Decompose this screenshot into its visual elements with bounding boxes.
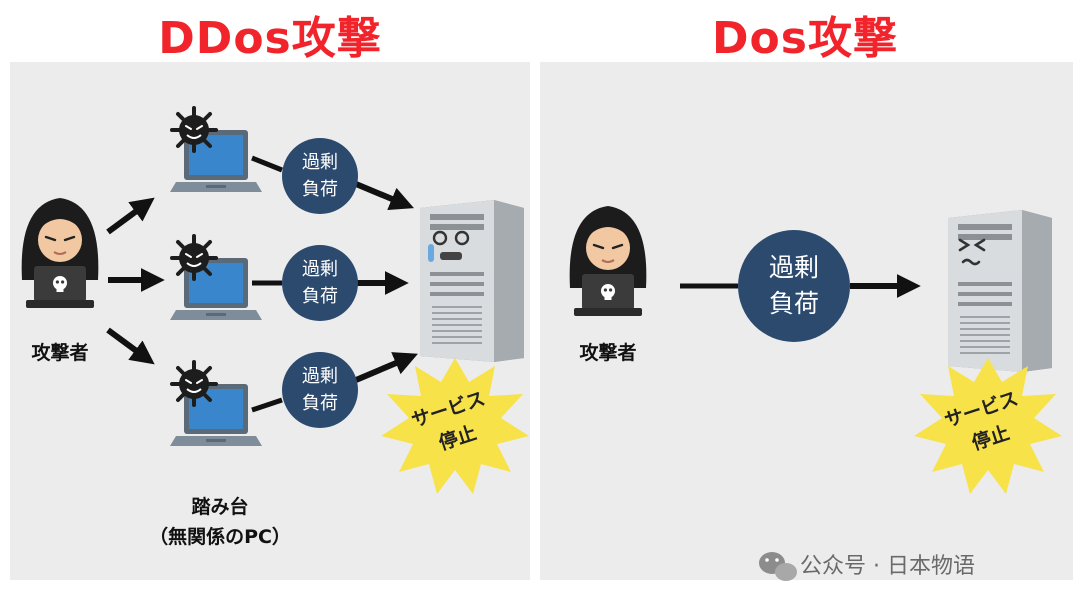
server-icon bbox=[420, 200, 524, 362]
bubble-2-line-2: 負荷 bbox=[302, 286, 338, 307]
dos-attacker-label: 攻撃者 bbox=[579, 342, 637, 364]
watermark-text: 公众号 · 日本物语 bbox=[800, 554, 975, 579]
dos-server-face-strained bbox=[958, 238, 986, 266]
overload-bubble-1: 過剰 負荷 bbox=[282, 138, 358, 214]
overload-bubble-2: 過剰 負荷 bbox=[282, 245, 358, 321]
watermark: 公众号 · 日本物语 bbox=[800, 548, 975, 580]
virus-icon-3 bbox=[170, 360, 218, 407]
server-face-dizzy bbox=[428, 230, 470, 262]
dos-overload-bubble: 過剰 負荷 bbox=[738, 230, 850, 342]
virus-icon-1 bbox=[170, 106, 218, 153]
stepping-stone-label: 踏み台 （無関係のPC） bbox=[120, 492, 320, 552]
arrow-attacker-to-pc-1 bbox=[106, 197, 155, 235]
overload-bubble-3: 過剰 負荷 bbox=[282, 352, 358, 428]
arrow-bubble-1-to-server bbox=[354, 181, 414, 210]
wechat-icon bbox=[759, 552, 797, 581]
line-pc-3-to-bubble bbox=[251, 397, 283, 413]
stepping-stone-label-line-2: （無関係のPC） bbox=[149, 526, 291, 548]
dos-attacker-icon bbox=[568, 204, 648, 318]
bubble-3-line-1: 過剰 bbox=[302, 366, 338, 387]
ddos-title: DDos攻撃 bbox=[158, 13, 382, 64]
bubble-2-line-1: 過剰 bbox=[302, 259, 338, 280]
dos-bubble-line-1: 過剰 bbox=[768, 253, 819, 282]
dos-server-icon bbox=[948, 210, 1052, 372]
dos-bubble-line-2: 負荷 bbox=[768, 289, 819, 318]
arrow-bubble-3-to-server bbox=[354, 352, 418, 383]
bubble-1-line-1: 過剰 bbox=[302, 152, 338, 173]
bubble-1-line-2: 負荷 bbox=[302, 179, 338, 200]
attacker-icon bbox=[20, 196, 100, 310]
line-pc-1-to-bubble bbox=[251, 155, 283, 173]
attacker-label: 攻撃者 bbox=[31, 342, 89, 364]
stepping-stone-label-line-1: 踏み台 bbox=[191, 496, 249, 518]
dos-title: Dos攻撃 bbox=[712, 13, 898, 64]
virus-icon-2 bbox=[170, 234, 218, 281]
bubble-3-line-2: 負荷 bbox=[302, 393, 338, 414]
arrow-attacker-to-pc-3 bbox=[106, 327, 155, 365]
